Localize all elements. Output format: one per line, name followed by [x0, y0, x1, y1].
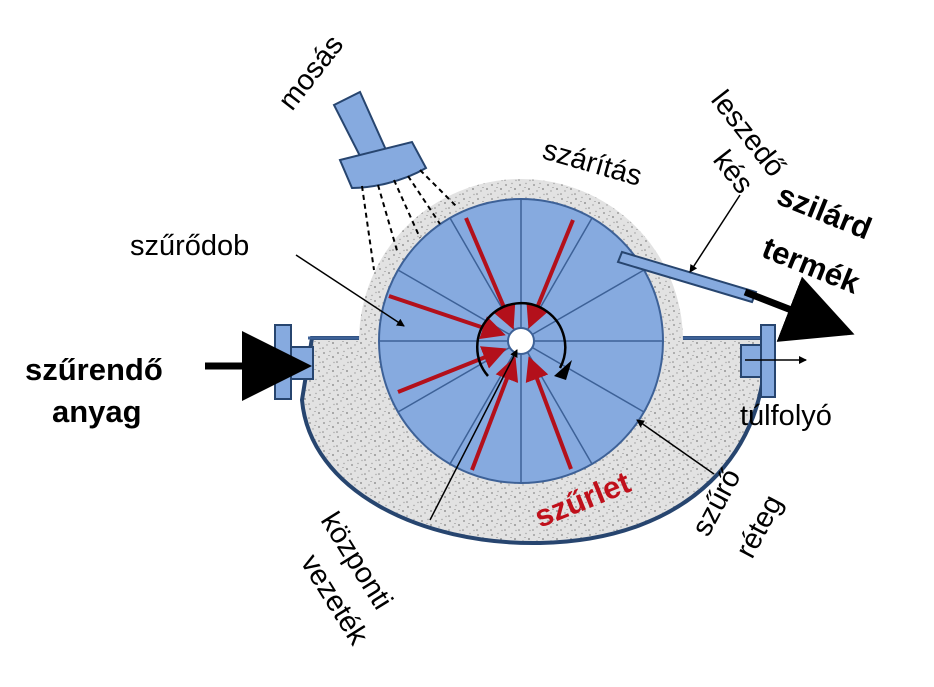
scraper-leader-line [689, 194, 741, 273]
label-feed-2: anyag [52, 394, 142, 429]
rotation-arrowhead [554, 360, 572, 380]
central-pipe [507, 327, 535, 355]
filtrate-flow-arrows [388, 217, 575, 471]
label-solid-1: szilárd [772, 177, 876, 246]
label-cake-2: réteg [730, 490, 789, 563]
drum-leader-line [295, 254, 405, 327]
wash-spray-lines [361, 169, 459, 271]
rotation-direction-arrow [476, 301, 567, 377]
label-feed-1: szűrendő [25, 352, 163, 387]
solid-product-arrow [743, 276, 855, 342]
feed-inlet-flange [274, 324, 292, 400]
label-solid-2: termék [757, 230, 865, 301]
label-drum: szűrődob [130, 230, 249, 262]
scraper-knife [616, 250, 758, 304]
central-pipe-leader-line [429, 349, 518, 521]
wash-nozzle [332, 90, 428, 190]
overflow-pipe [740, 344, 762, 378]
cake-leader-line [636, 419, 715, 475]
overflow-flange [760, 324, 776, 398]
label-overflow: túlfolyó [740, 400, 832, 432]
